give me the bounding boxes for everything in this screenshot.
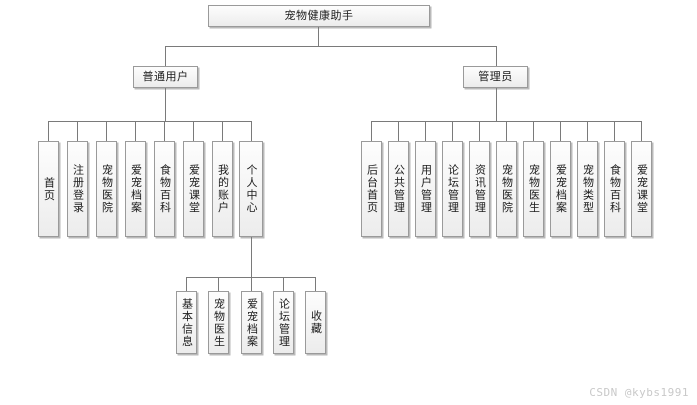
node-admin-food-encyclopedia[interactable]: 食物百科 <box>604 141 625 237</box>
node-admin-pet-hospital[interactable]: 宠物医院 <box>496 141 517 237</box>
node-admin-forum-management-label: 论坛管理 <box>446 164 460 214</box>
node-admin-public-management[interactable]: 公共管理 <box>388 141 409 237</box>
connector-root-to-admin <box>496 46 497 66</box>
connector-admin-drop-3 <box>425 121 426 141</box>
node-pc-forum-management-label: 论坛管理 <box>277 297 291 348</box>
node-user-personal-center[interactable]: 个人中心 <box>239 141 263 237</box>
node-pc-basic-info-label: 基本信息 <box>180 297 194 348</box>
connector-pc-drop-1 <box>186 277 187 291</box>
node-pc-pet-doctor-label: 宠物医生 <box>212 297 226 348</box>
connector-admin-drop-5 <box>479 121 480 141</box>
connector-user-drop-5 <box>164 121 165 141</box>
node-admin-pet-type[interactable]: 宠物类型 <box>577 141 598 237</box>
node-user-pet-hospital[interactable]: 宠物医院 <box>96 141 117 237</box>
connector-user-drop-8 <box>251 121 252 141</box>
node-user-my-account-label: 我的账户 <box>216 164 230 214</box>
node-root-label: 宠物健康助手 <box>284 9 354 23</box>
node-user-pet-hospital-label: 宠物医院 <box>100 164 114 214</box>
node-admin-backend-home-label: 后台首页 <box>365 164 379 214</box>
connector-personal-center-stem <box>251 237 252 277</box>
node-pc-pet-doctor[interactable]: 宠物医生 <box>208 291 229 354</box>
connector-admin-stem <box>496 88 497 121</box>
connector-admin-drop-1 <box>371 121 372 141</box>
node-admin-pet-doctor-label: 宠物医生 <box>527 164 541 214</box>
node-pc-favorites-label: 收藏 <box>309 310 323 335</box>
node-pc-basic-info[interactable]: 基本信息 <box>176 291 197 354</box>
node-user-register-login[interactable]: 注册登录 <box>67 141 88 237</box>
connector-pc-drop-5 <box>315 277 316 291</box>
node-admin-pet-doctor[interactable]: 宠物医生 <box>523 141 544 237</box>
connector-user-drop-1 <box>48 121 49 141</box>
connector-user-bus <box>48 121 251 122</box>
connector-admin-drop-6 <box>506 121 507 141</box>
node-user-pet-classroom[interactable]: 爱宠课堂 <box>183 141 204 237</box>
node-admin-pet-classroom[interactable]: 爱宠课堂 <box>631 141 652 237</box>
connector-admin-drop-4 <box>452 121 453 141</box>
node-admin-news-management[interactable]: 资讯管理 <box>469 141 490 237</box>
connector-admin-drop-10 <box>614 121 615 141</box>
node-user-pet-archive[interactable]: 爱宠档案 <box>125 141 146 237</box>
node-admin-user-management[interactable]: 用户管理 <box>415 141 436 237</box>
connector-user-drop-6 <box>193 121 194 141</box>
connector-user-drop-2 <box>77 121 78 141</box>
node-pc-pet-archive[interactable]: 爱宠档案 <box>241 291 262 354</box>
node-admin-forum-management[interactable]: 论坛管理 <box>442 141 463 237</box>
connector-admin-drop-9 <box>587 121 588 141</box>
node-admin-pet-type-label: 宠物类型 <box>581 164 595 214</box>
node-user-register-login-label: 注册登录 <box>71 164 85 214</box>
node-administrator[interactable]: 管理员 <box>463 66 528 88</box>
node-user-homepage-label: 首页 <box>42 176 56 202</box>
connector-user-drop-4 <box>135 121 136 141</box>
node-admin-pet-hospital-label: 宠物医院 <box>500 164 514 214</box>
connector-pc-drop-4 <box>283 277 284 291</box>
node-pc-favorites[interactable]: 收藏 <box>305 291 326 354</box>
connector-user-stem <box>165 88 166 121</box>
node-admin-backend-home[interactable]: 后台首页 <box>361 141 382 237</box>
connector-root-stem <box>318 27 319 46</box>
node-user-pet-classroom-label: 爱宠课堂 <box>187 164 201 214</box>
connector-user-drop-7 <box>222 121 223 141</box>
node-administrator-label: 管理员 <box>478 70 513 84</box>
connector-admin-drop-7 <box>533 121 534 141</box>
node-pc-forum-management[interactable]: 论坛管理 <box>273 291 294 354</box>
node-user-pet-archive-label: 爱宠档案 <box>129 164 143 214</box>
connector-pc-drop-3 <box>251 277 252 291</box>
node-normal-user[interactable]: 普通用户 <box>133 66 198 88</box>
connector-admin-drop-11 <box>641 121 642 141</box>
connector-personal-center-bus <box>186 277 315 278</box>
node-user-personal-center-label: 个人中心 <box>244 164 258 214</box>
watermark: CSDN @kybs1991 <box>589 386 689 399</box>
node-user-food-encyclopedia-label: 食物百科 <box>158 164 172 214</box>
node-admin-news-management-label: 资讯管理 <box>473 164 487 214</box>
node-user-my-account[interactable]: 我的账户 <box>212 141 233 237</box>
connector-root-bus <box>165 46 496 47</box>
node-user-food-encyclopedia[interactable]: 食物百科 <box>154 141 175 237</box>
node-normal-user-label: 普通用户 <box>142 70 189 84</box>
connector-admin-drop-8 <box>560 121 561 141</box>
node-pc-pet-archive-label: 爱宠档案 <box>245 297 259 348</box>
node-admin-pet-archive[interactable]: 爱宠档案 <box>550 141 571 237</box>
node-admin-food-encyclopedia-label: 食物百科 <box>608 164 622 214</box>
connector-pc-drop-2 <box>218 277 219 291</box>
node-admin-public-management-label: 公共管理 <box>392 164 406 214</box>
connector-root-to-user <box>165 46 166 66</box>
node-root[interactable]: 宠物健康助手 <box>208 5 430 27</box>
node-user-homepage[interactable]: 首页 <box>38 141 59 237</box>
node-admin-pet-classroom-label: 爱宠课堂 <box>635 164 649 214</box>
node-admin-user-management-label: 用户管理 <box>419 164 433 214</box>
node-admin-pet-archive-label: 爱宠档案 <box>554 164 568 214</box>
connector-user-drop-3 <box>106 121 107 141</box>
connector-admin-drop-2 <box>398 121 399 141</box>
